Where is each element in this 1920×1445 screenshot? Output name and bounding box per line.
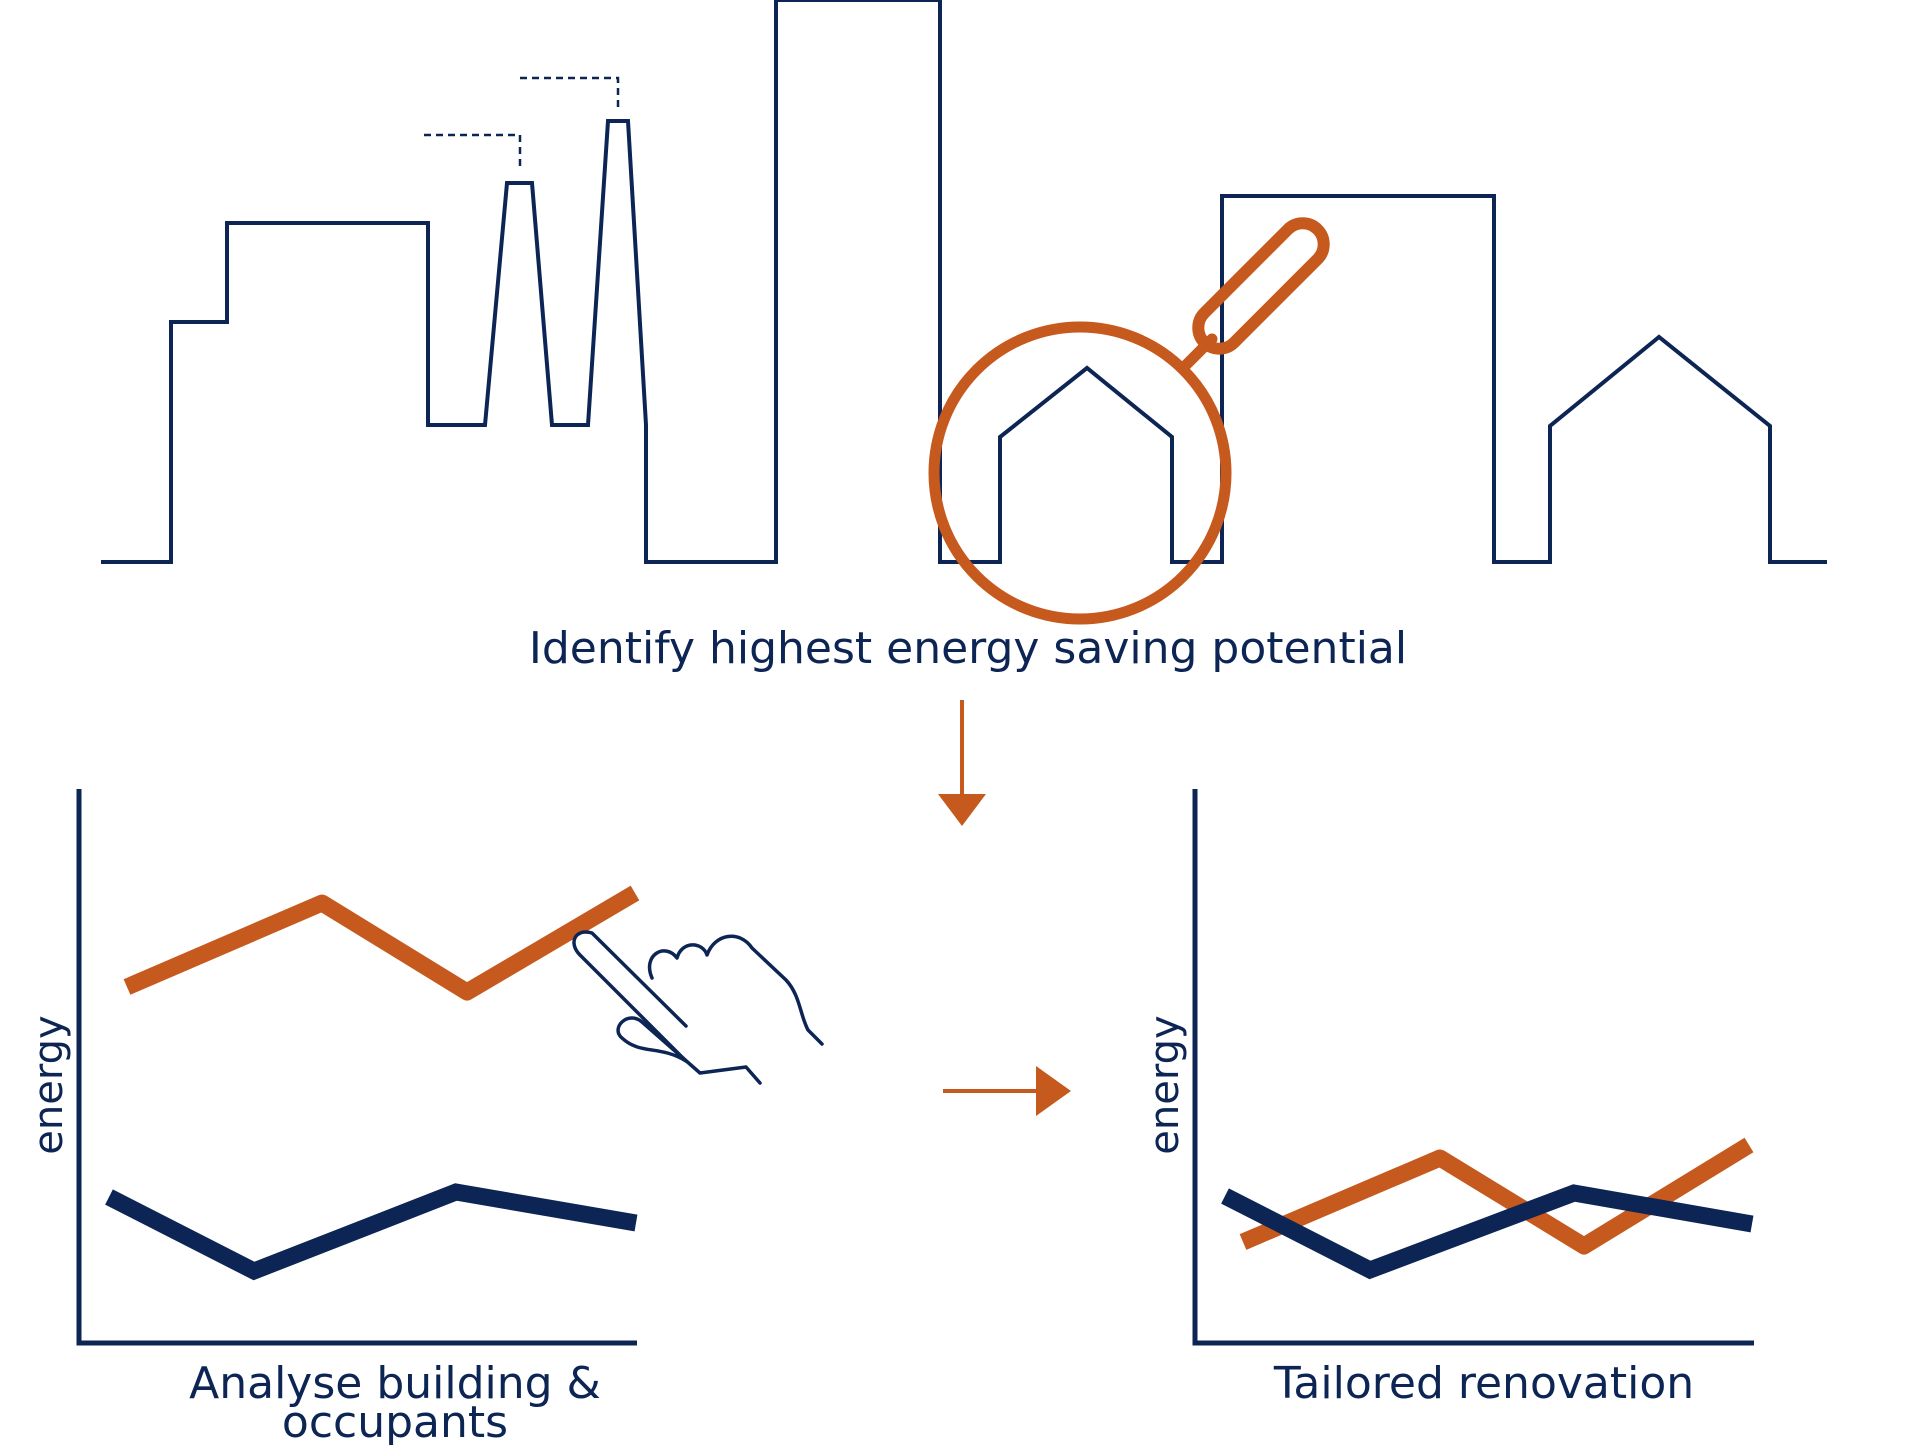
- arrow-right-icon: [943, 1066, 1071, 1116]
- right-axes: [1192, 789, 1754, 1346]
- left-axes: [76, 789, 637, 1346]
- left-caption-line1: Analyse building &: [189, 1358, 601, 1409]
- right-orange-line: [1239, 1137, 1754, 1255]
- right-navy-line: [1221, 1184, 1754, 1280]
- left-navy-line: [105, 1183, 638, 1281]
- left-caption-line2: occupants: [282, 1397, 508, 1445]
- magnifier-icon: [928, 217, 1330, 625]
- left-ylabel: energy: [26, 1015, 72, 1154]
- left-chart-panel: energy Analyse building & occupants: [26, 789, 640, 1445]
- hand-pointer-icon: [572, 930, 824, 1085]
- left-orange-line: [123, 885, 640, 1001]
- top-caption: Identify highest energy saving potential: [529, 623, 1407, 674]
- skyline-icon: [101, 0, 1827, 564]
- arrow-down-icon: [938, 700, 986, 826]
- right-caption: Tailored renovation: [1273, 1358, 1694, 1409]
- right-ylabel: energy: [1142, 1015, 1188, 1154]
- right-chart-panel: energy Tailored renovation: [1142, 789, 1754, 1409]
